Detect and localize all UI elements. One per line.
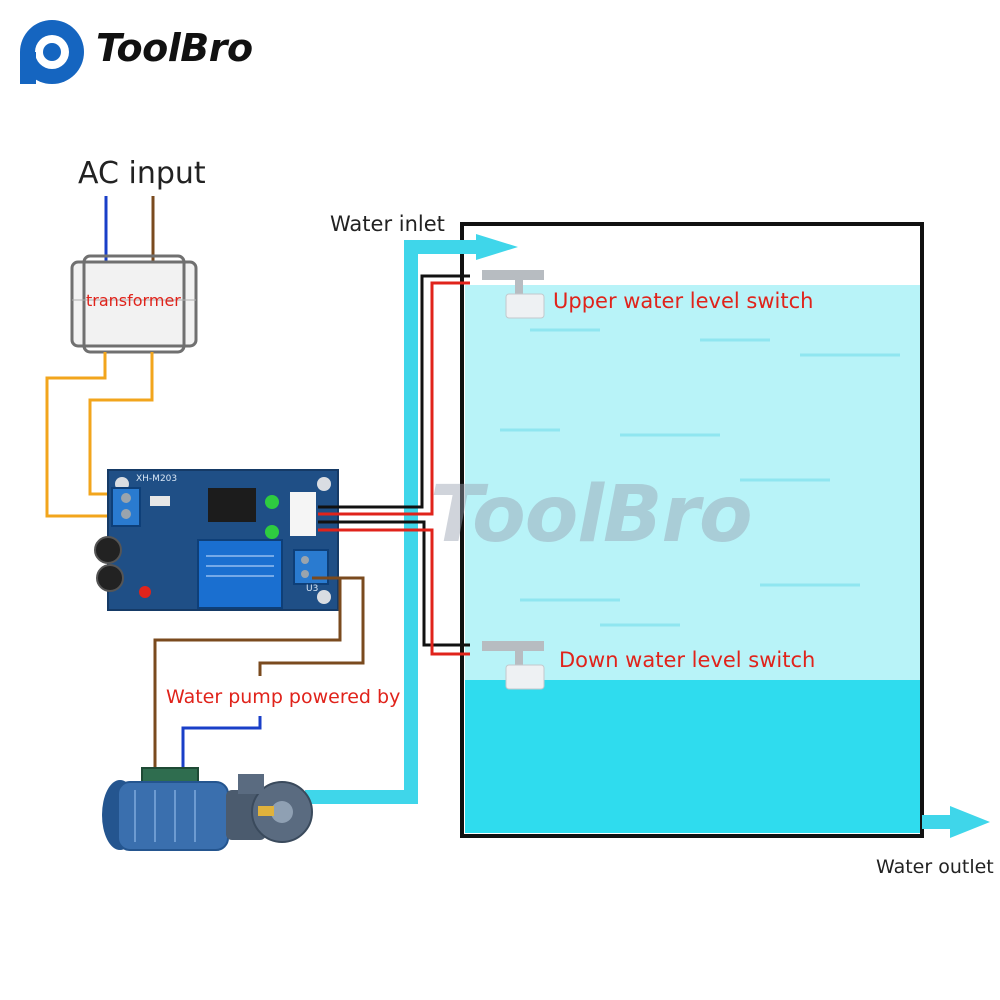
- transformer-output-wire-1: [45, 352, 118, 518]
- outlet-pipe: [922, 815, 954, 829]
- brand-name: ToolBro: [96, 26, 253, 70]
- brand-watermark: ToolBro: [430, 470, 753, 560]
- ac-input-label: AC input: [78, 156, 206, 191]
- upper-switch-label: Upper water level switch: [553, 289, 814, 313]
- water-ripples: [500, 328, 900, 627]
- outlet-arrow: [950, 806, 990, 838]
- water-tank: [460, 222, 924, 838]
- pump-power-label: Water pump powered by: [166, 686, 401, 708]
- transformer-output-wire-2: [88, 352, 154, 496]
- deep-water-region: [465, 680, 920, 833]
- transformer-label: transformer: [86, 291, 181, 310]
- board-model-text: XH-M203: [136, 474, 177, 484]
- upper-float-switch-icon: [482, 270, 545, 319]
- pump-wire-brown-2: [258, 576, 365, 676]
- relay-label-text: U3: [306, 584, 318, 594]
- water-inlet-label: Water inlet: [330, 212, 445, 236]
- transformer-icon: [70, 254, 198, 354]
- down-float-switch-icon: [482, 641, 545, 690]
- relay-icon: [197, 539, 283, 609]
- water-pump-icon: [102, 767, 313, 851]
- upper-water-region: [465, 285, 920, 680]
- water-outlet-label: Water outlet: [876, 856, 994, 878]
- pump-wire-blue: [181, 716, 262, 772]
- sensor-wires: [318, 274, 470, 656]
- inlet-arrow: [476, 234, 518, 260]
- down-switch-label: Down water level switch: [559, 648, 816, 672]
- toolbro-logo-icon: [20, 20, 84, 84]
